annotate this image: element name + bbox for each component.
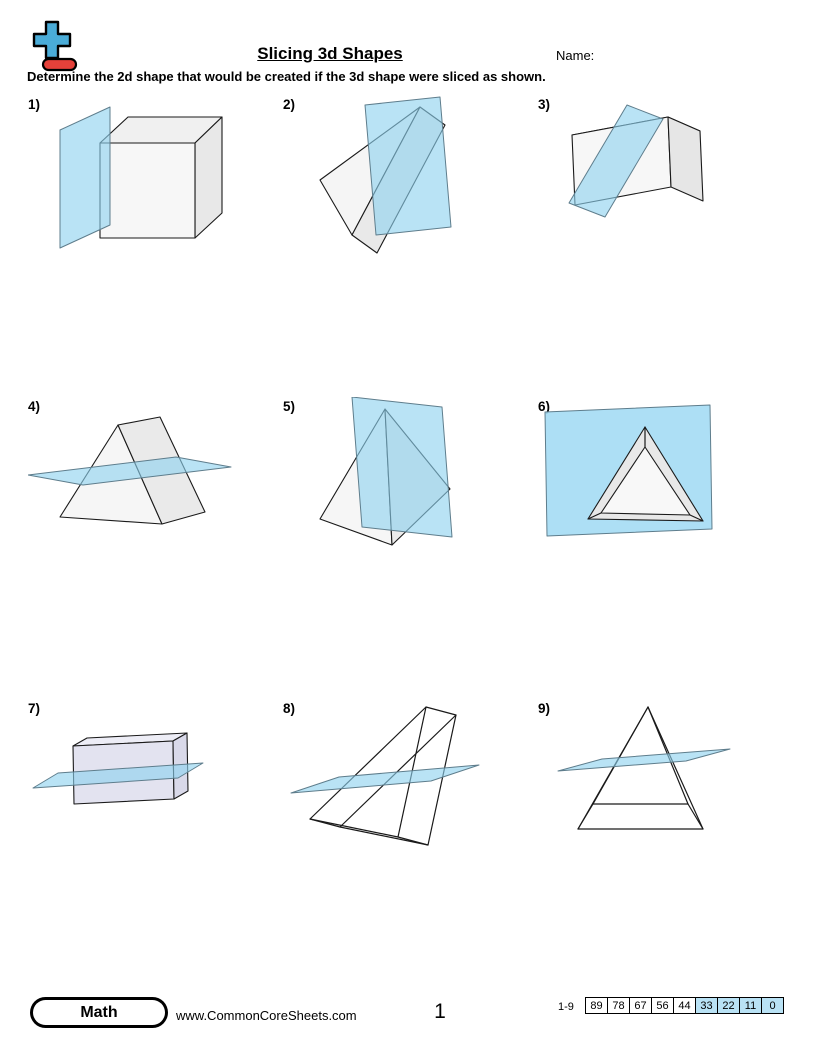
figure-triangular-prism-wireframe-horizontal-slice (290, 706, 480, 846)
cube (99, 116, 223, 239)
triangular-prism (587, 426, 704, 522)
slice-plane (351, 397, 453, 538)
score-table: 89 78 67 56 44 33 22 11 0 (585, 997, 784, 1014)
problem-9: 9) (538, 699, 790, 1001)
score-cell: 33 (695, 997, 718, 1014)
problem-1: 1) (28, 95, 283, 397)
problem-number: 4) (28, 399, 41, 414)
problem-number: 9) (538, 701, 551, 716)
problem-number: 3) (538, 97, 551, 112)
problem-number: 1) (28, 97, 41, 112)
problem-3: 3) (538, 95, 790, 397)
slice-plane (59, 106, 111, 249)
figure-triangular-prism-vertical-slice-parallel (544, 404, 713, 537)
score-cell: 56 (651, 997, 674, 1014)
page-title: Slicing 3d Shapes (257, 44, 403, 63)
website-text: www.CommonCoreSheets.com (176, 1008, 357, 1023)
figure-cube-vertical-slice (59, 106, 223, 249)
score-cell: 22 (717, 997, 740, 1014)
name-label: Name: (556, 48, 595, 63)
figure-triangular-prism-vertical-slice (319, 96, 452, 254)
figure-square-pyramid-wireframe-horizontal-slice (557, 706, 731, 830)
plus-icon (32, 20, 72, 60)
figure-rectangular-prism-diagonal-slice (568, 104, 704, 218)
subject-pill: Math (30, 997, 168, 1028)
commoncoresheets-logo (32, 20, 78, 72)
problem-number: 7) (28, 701, 41, 716)
minus-icon (41, 57, 78, 72)
problems-grid: 1) 2) 3) (28, 95, 790, 1001)
problem-4: 4) (28, 397, 283, 699)
score-cell: 78 (607, 997, 630, 1014)
problem-7: 7) (28, 699, 283, 1001)
score-range-label: 1-9 (558, 1001, 574, 1013)
slice-plane (568, 104, 664, 218)
score-cell: 11 (739, 997, 762, 1014)
score-cell: 0 (761, 997, 784, 1014)
problem-8: 8) (283, 699, 538, 1001)
figure-rectangular-prism-horizontal-slice (32, 732, 204, 805)
subject-label: Math (33, 1000, 165, 1025)
problem-number: 6) (538, 399, 551, 414)
figure-square-pyramid-vertical-slice (319, 397, 453, 546)
figure-triangular-prism-horizontal-slice (28, 416, 232, 525)
problem-6: 6) (538, 397, 790, 699)
slice-plane (32, 762, 204, 789)
slice-plane (557, 748, 731, 772)
problem-5: 5) (283, 397, 538, 699)
instruction-text: Determine the 2d shape that would be cre… (27, 69, 546, 84)
problem-number: 8) (283, 701, 296, 716)
problem-2: 2) (283, 95, 538, 397)
slice-plane (290, 764, 480, 794)
page-number: 1 (434, 1000, 446, 1023)
score-cell: 44 (673, 997, 696, 1014)
score-cell: 89 (585, 997, 608, 1014)
problem-number: 5) (283, 399, 296, 414)
problem-number: 2) (283, 97, 296, 112)
slice-plane (364, 96, 452, 236)
slice-plane (28, 456, 232, 486)
score-cell: 67 (629, 997, 652, 1014)
